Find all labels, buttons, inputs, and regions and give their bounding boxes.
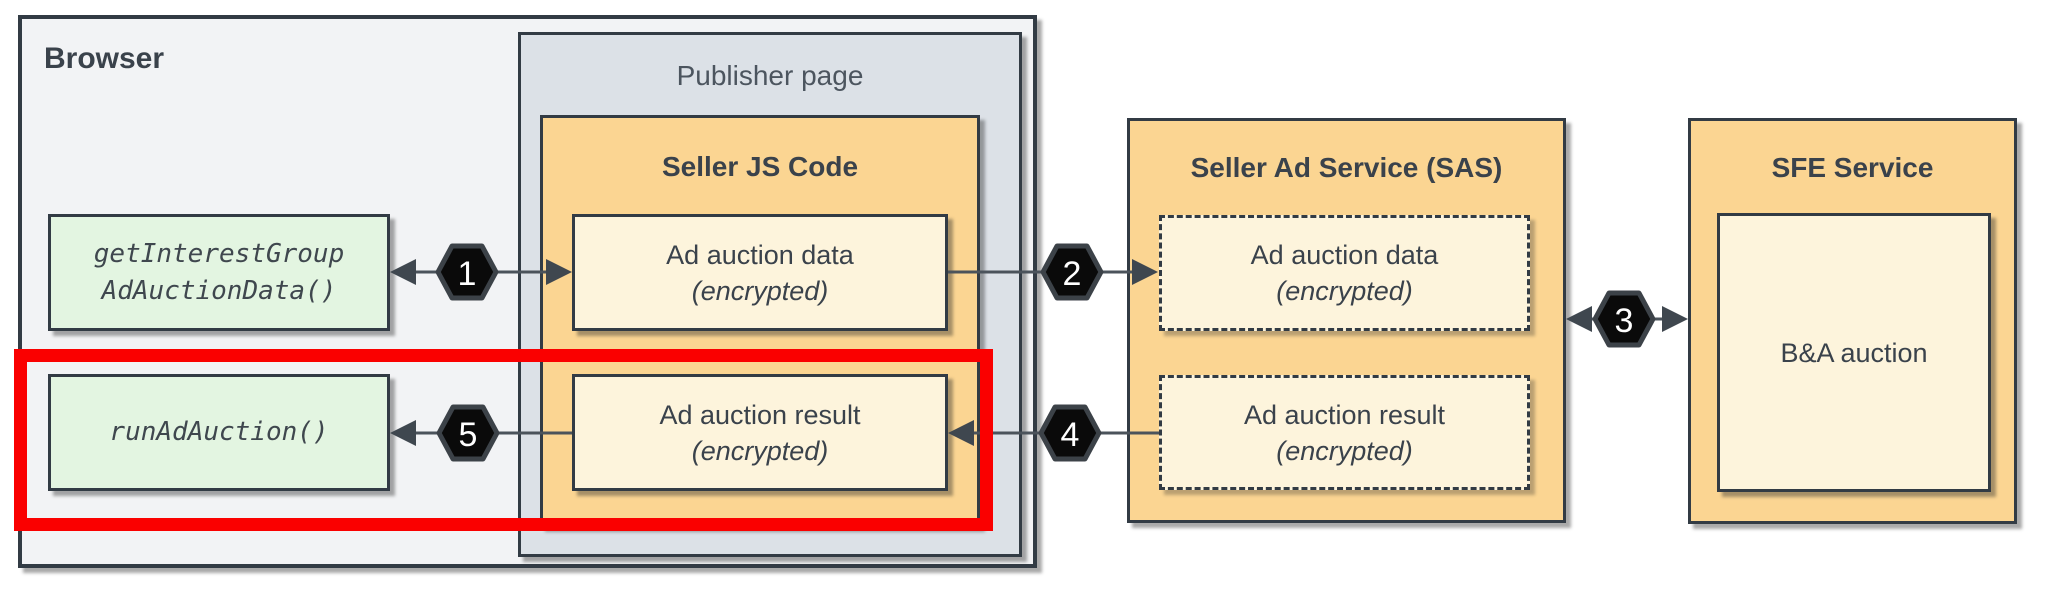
step-1-number: 1 (458, 255, 477, 293)
arrow-left-icon (390, 259, 416, 285)
seller-js-ad-auction-data-box: Ad auction data (encrypted) (572, 214, 948, 331)
seller-js-code-title: Seller JS Code (661, 151, 859, 182)
encrypted-label: (encrypted) (691, 275, 829, 306)
ad-auction-data-label: Ad auction data (1250, 240, 1439, 270)
encrypted-label: (encrypted) (1276, 435, 1413, 466)
step-3-number: 3 (1615, 302, 1634, 340)
api-call-line2: AdAuctionData() (101, 275, 337, 306)
step-4-arrow: 4 (948, 404, 1159, 462)
red-highlight-frame (14, 349, 993, 531)
step-5-arrow: 5 (390, 404, 572, 462)
arrow-right-icon (1132, 259, 1158, 285)
run-ad-auction-box: runAdAuction() (48, 374, 390, 491)
browser-title: Browser (44, 42, 165, 75)
step-2-number: 2 (1063, 255, 1082, 293)
step-4-badge-icon (1038, 404, 1102, 462)
publisher-page-title: Publisher page (676, 60, 864, 91)
step-2-arrow: 2 (948, 243, 1158, 301)
encrypted-label: (encrypted) (1276, 276, 1413, 306)
get-interest-group-ad-auction-data-box: getInterestGroup AdAuctionData() (48, 214, 390, 331)
step-2-badge-icon (1040, 243, 1104, 301)
encrypted-label: (encrypted) (691, 435, 829, 466)
sas-ad-auction-data-box: Ad auction data (encrypted) (1159, 215, 1530, 331)
arrow-left-icon (1566, 306, 1592, 332)
api-call-line1: runAdAuction() (109, 417, 329, 447)
step-1-badge-icon (435, 243, 499, 301)
arrow-left-icon (948, 420, 974, 446)
arrow-right-icon (546, 259, 572, 285)
ba-auction-label: B&A auction (1780, 337, 1928, 368)
sfe-service-title: SFE Service (1771, 152, 1934, 183)
step-5-badge-icon (436, 404, 500, 462)
ad-auction-result-label: Ad auction result (1243, 399, 1446, 430)
arrow-left-icon (390, 420, 416, 446)
arrow-right-icon (1662, 306, 1688, 332)
step-3-arrow: 3 (1566, 290, 1688, 348)
step-1-arrow: 1 (390, 243, 572, 301)
seller-ad-service-title: Seller Ad Service (SAS) (1190, 152, 1503, 183)
sas-ad-auction-result-box: Ad auction result (encrypted) (1159, 375, 1530, 490)
step-4-number: 4 (1061, 416, 1080, 454)
ad-auction-data-label: Ad auction data (666, 239, 854, 270)
step-3-badge-icon (1592, 290, 1656, 348)
seller-js-ad-auction-result-box: Ad auction result (encrypted) (572, 374, 948, 491)
ad-auction-result-label: Ad auction result (659, 399, 861, 430)
step-5-number: 5 (459, 416, 478, 454)
ba-auction-box: B&A auction (1717, 213, 1991, 492)
api-call-line1: getInterestGroup (93, 238, 345, 269)
